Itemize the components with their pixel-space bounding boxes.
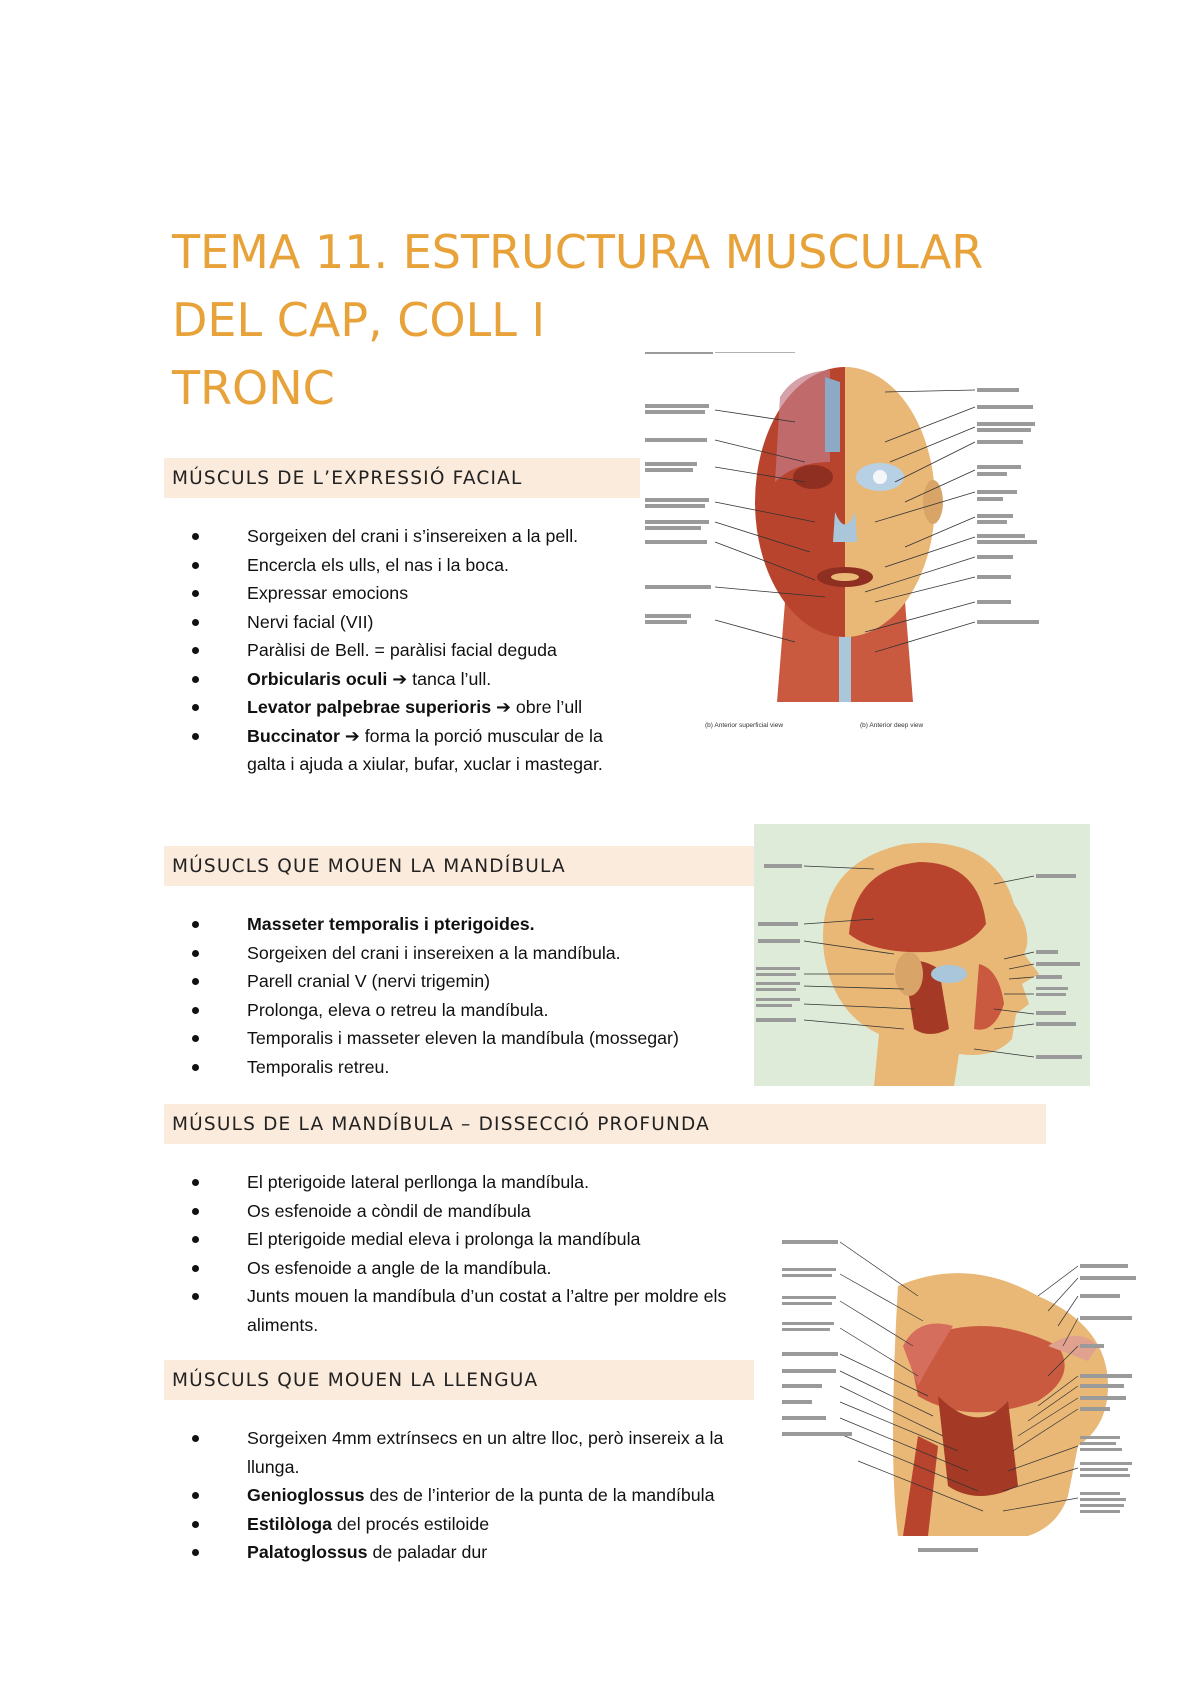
anterior-head-muscles-figure: (b) Anterior superficial view (b) Anteri… — [645, 352, 1045, 737]
lateral-head-muscles-figure — [754, 824, 1090, 1086]
list-item: Sorgeixen del crani i s’insereixen a la … — [192, 522, 638, 551]
list-item: Genioglossus des de l’interior de la pun… — [192, 1481, 753, 1510]
section-heading-deep-dissection: MÚSULS DE LA MANDÍBULA – DISSECCIÓ PROFU… — [164, 1104, 1046, 1144]
figure-caption-right: (b) Anterior deep view — [860, 722, 924, 729]
section-heading-jaw-muscles: MÚSUCLS QUE MOUEN LA MANDÍBULA — [164, 846, 754, 886]
list-item: Levator palpebrae superioris ➔ obre l’ul… — [192, 693, 638, 722]
list-item: El pterigoide lateral perllonga la mandí… — [192, 1168, 763, 1197]
facial-expression-list: Sorgeixen del crani i s’insereixen a la … — [192, 522, 638, 779]
list-item: Sorgeixen 4mm extrínsecs en un altre llo… — [192, 1424, 753, 1481]
list-item: Sorgeixen del crani i insereixen a la ma… — [192, 939, 738, 968]
arrow-icon: ➔ — [344, 725, 360, 746]
list-item: Prolonga, eleva o retreu la mandíbula. — [192, 996, 738, 1025]
list-item: Expressar emocions — [192, 579, 638, 608]
section-heading-facial-expression: MÚSCULS DE L’EXPRESSIÓ FACIAL — [164, 458, 640, 498]
arrow-icon: ➔ — [496, 697, 511, 717]
list-item: Palatoglossus de paladar dur — [192, 1538, 753, 1567]
list-item: El pterigoide medial eleva i prolonga la… — [192, 1225, 763, 1254]
figure-caption-left: (b) Anterior superficial view — [705, 722, 783, 729]
list-item: Nervi facial (VII) — [192, 608, 638, 637]
title-line-3: TRONC — [172, 361, 335, 415]
page-title: TEMA 11. ESTRUCTURA MUSCULAR DEL CAP, CO… — [172, 218, 992, 422]
list-item: Temporalis retreu. — [192, 1053, 738, 1082]
title-line-1: TEMA 11. ESTRUCTURA MUSCULAR — [172, 225, 984, 279]
list-item: Paràlisi de Bell. = paràlisi facial degu… — [192, 636, 638, 665]
section-heading-tongue-muscles: MÚSCULS QUE MOUEN LA LLENGUA — [164, 1360, 754, 1400]
list-item: Os esfenoide a angle de la mandíbula. — [192, 1254, 763, 1283]
tongue-muscles-figure — [778, 1236, 1150, 1558]
list-item: Temporalis i masseter eleven la mandíbul… — [192, 1024, 738, 1053]
list-item: Estilòloga del procés estiloide — [192, 1510, 753, 1539]
tongue-muscles-list: Sorgeixen 4mm extrínsecs en un altre llo… — [192, 1424, 753, 1567]
list-item: Buccinator ➔ forma la porció muscular de… — [192, 722, 638, 779]
list-item: Orbicularis oculi ➔ tanca l’ull. — [192, 665, 638, 694]
title-line-2: DEL CAP, COLL I — [172, 293, 546, 347]
arrow-icon: ➔ — [392, 668, 408, 689]
list-item: Junts mouen la mandíbula d’un costat a l… — [192, 1282, 763, 1339]
list-item: Parell cranial V (nervi trigemin) — [192, 967, 738, 996]
deep-dissection-list: El pterigoide lateral perllonga la mandí… — [192, 1168, 763, 1339]
list-item: Os esfenoide a còndil de mandíbula — [192, 1197, 763, 1226]
list-item: Masseter temporalis i pterigoides. — [192, 910, 738, 939]
jaw-muscles-list: Masseter temporalis i pterigoides. Sorge… — [192, 910, 738, 1082]
list-item: Encercla els ulls, el nas i la boca. — [192, 551, 638, 580]
